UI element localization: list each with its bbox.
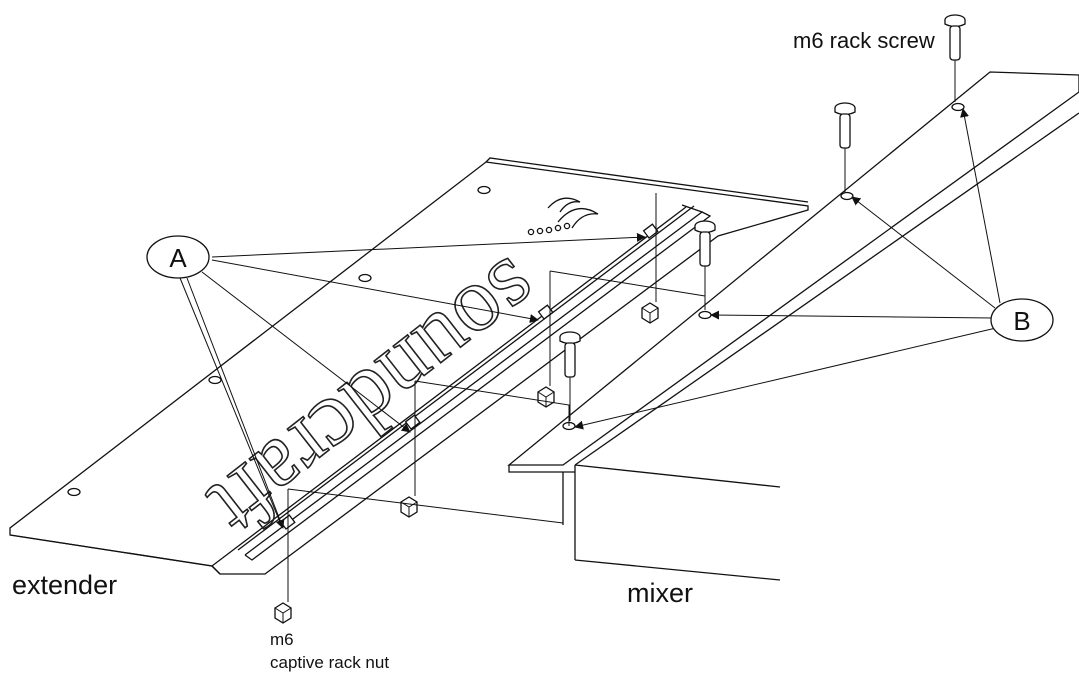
extender-hole-2 xyxy=(358,273,372,283)
mixer-hole-2 xyxy=(840,191,854,201)
callout-a: A xyxy=(146,232,646,529)
label-extender: extender xyxy=(12,570,117,600)
callout-a-letter: A xyxy=(169,243,187,273)
captive-nut-4 xyxy=(274,602,292,624)
callout-b: B xyxy=(574,108,1054,430)
nut-leader-lines xyxy=(287,193,706,602)
rack-screw-2 xyxy=(834,102,856,192)
mixer-rack-ear xyxy=(507,71,1079,466)
rail-slot-1 xyxy=(642,223,659,239)
mixer-hole-1 xyxy=(951,102,965,112)
label-captive-nut: captive rack nut xyxy=(270,653,389,672)
rack-screw-3 xyxy=(694,220,716,310)
captive-nut-2 xyxy=(537,386,555,408)
callout-b-bubble xyxy=(990,298,1054,342)
captive-nut-1 xyxy=(641,302,659,324)
captive-nut-3 xyxy=(400,496,418,518)
extender-hole-3 xyxy=(208,375,222,385)
callout-a-bubble xyxy=(146,235,210,279)
label-captive-nut-size: m6 xyxy=(270,630,294,649)
extender-plate xyxy=(9,157,809,575)
extender-hole-4 xyxy=(67,487,81,497)
label-rack-screw: m6 rack screw xyxy=(793,28,935,53)
mixer-unit xyxy=(507,71,1079,581)
captive-nuts xyxy=(274,302,659,624)
callout-b-letter: B xyxy=(1013,306,1030,336)
extender-hole-1 xyxy=(477,185,491,195)
mixer-hole-3 xyxy=(698,310,712,320)
rack-screws xyxy=(559,14,966,421)
rack-screw-1 xyxy=(944,14,966,102)
label-mixer: mixer xyxy=(627,578,693,608)
rack-screw-4 xyxy=(559,331,581,421)
